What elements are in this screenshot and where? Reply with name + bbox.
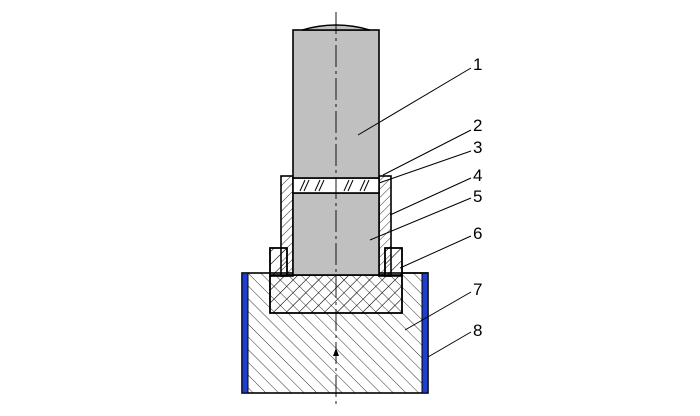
callout-7: 7 (473, 280, 482, 299)
band-left (241, 272, 249, 394)
callout-6: 6 (473, 224, 482, 243)
callout-4: 4 (473, 166, 482, 185)
sleeve-wall-right (378, 175, 392, 277)
band-right (421, 272, 429, 394)
callout-1: 1 (473, 55, 482, 74)
callout-3: 3 (473, 138, 482, 157)
sleeve-wall-left (280, 175, 294, 277)
callout-5: 5 (473, 187, 482, 206)
centerline-arrow (333, 348, 339, 356)
leader-lines (357, 67, 472, 358)
thin-layer-marks (299, 179, 370, 192)
callout-2: 2 (473, 116, 482, 135)
callout-8: 8 (473, 321, 482, 340)
